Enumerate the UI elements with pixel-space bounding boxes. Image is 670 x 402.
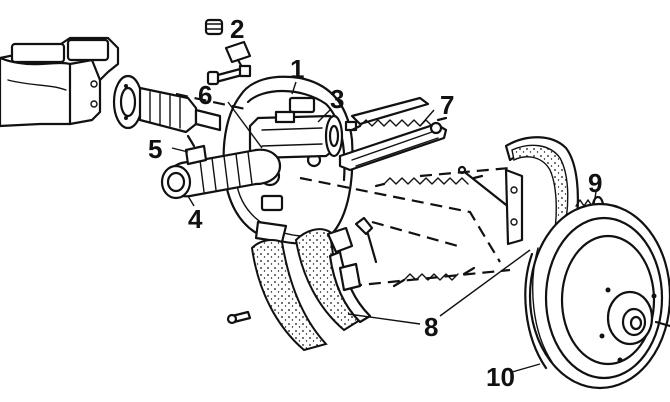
bleed-screw-fittings bbox=[204, 18, 252, 78]
callout-5: 5 bbox=[148, 134, 162, 164]
hub-bolt bbox=[206, 66, 248, 86]
callout-6: 6 bbox=[198, 80, 212, 110]
callout-10: 10 bbox=[486, 362, 515, 392]
wheel-cylinder bbox=[248, 110, 344, 160]
callout-7: 7 bbox=[440, 90, 454, 120]
callout-1: 1 bbox=[290, 54, 304, 84]
callout-8: 8 bbox=[424, 312, 438, 342]
callout-9: 9 bbox=[588, 168, 602, 198]
callout-2: 2 bbox=[230, 14, 244, 44]
retaining-pin bbox=[226, 310, 252, 325]
lower-spring bbox=[392, 266, 476, 288]
callout-4: 4 bbox=[188, 204, 203, 234]
callout-3: 3 bbox=[330, 84, 344, 114]
brake-shoes-lower bbox=[250, 216, 378, 352]
hub-flange bbox=[112, 74, 222, 134]
callout-labels: 2 1 3 6 7 5 4 9 8 10 bbox=[148, 14, 602, 392]
brake-drum bbox=[524, 202, 670, 390]
parking-brake-strut bbox=[338, 96, 448, 172]
adjuster-assembly bbox=[160, 134, 282, 200]
leader-lines bbox=[171, 81, 597, 373]
assembly-line bbox=[175, 92, 511, 288]
return-springs bbox=[350, 116, 512, 210]
axle-housing bbox=[0, 36, 120, 128]
